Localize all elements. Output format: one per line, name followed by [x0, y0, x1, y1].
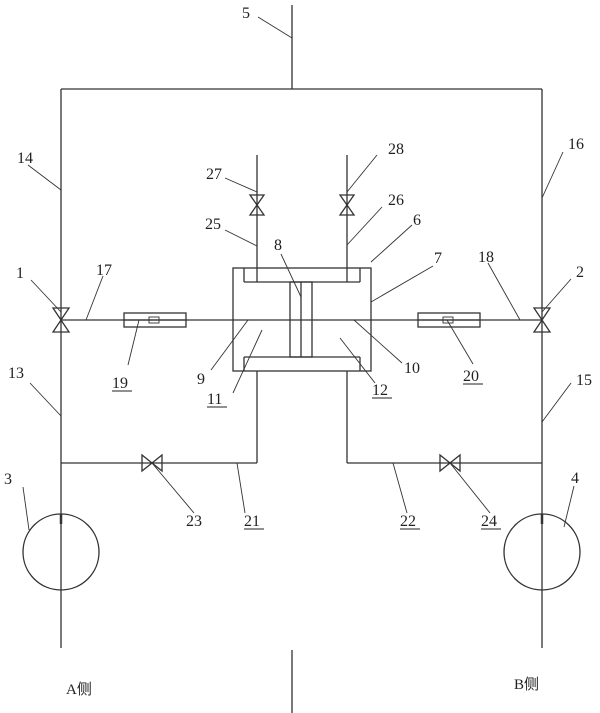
label-5: 5 [242, 5, 250, 22]
label-2: 2 [576, 264, 584, 281]
label-11: 11 [207, 391, 222, 408]
component-19 [123, 312, 187, 328]
label-26: 26 [388, 192, 404, 209]
label-10: 10 [404, 360, 420, 377]
side-b-label: B侧 [514, 676, 539, 693]
label-18: 18 [478, 249, 494, 266]
label-20: 20 [463, 368, 479, 385]
label-23: 23 [186, 513, 202, 530]
label-25: 25 [205, 216, 221, 233]
cylinder-body [232, 267, 372, 372]
label-21: 21 [244, 513, 260, 530]
leader-lines [22, 16, 575, 531]
valve-1 [51, 307, 71, 333]
label-19: 19 [112, 375, 128, 392]
label-8: 8 [274, 237, 282, 254]
label-3: 3 [4, 471, 12, 488]
label-13: 13 [8, 365, 24, 382]
label-27: 27 [206, 166, 222, 183]
label-12: 12 [372, 382, 388, 399]
valve-24 [439, 453, 461, 473]
side-a-label: A侧 [66, 681, 92, 698]
label-7: 7 [434, 250, 442, 267]
label-17: 17 [96, 262, 112, 279]
label-28: 28 [388, 141, 404, 158]
label-16: 16 [568, 136, 584, 153]
label-24: 24 [481, 513, 497, 530]
cylinder-assembly [232, 267, 372, 372]
label-22: 22 [400, 513, 416, 530]
label-6: 6 [413, 212, 421, 229]
label-9: 9 [197, 371, 205, 388]
valve-23 [141, 453, 163, 473]
valve-2 [532, 307, 552, 333]
gauge-4 [503, 513, 581, 591]
valve-28 [338, 194, 356, 216]
gauge-3 [22, 513, 100, 591]
valve-27 [248, 194, 266, 216]
label-4: 4 [571, 470, 579, 487]
label-14: 14 [17, 150, 33, 167]
label-15: 15 [576, 372, 592, 389]
component-20 [417, 312, 481, 328]
label-1: 1 [16, 265, 24, 282]
